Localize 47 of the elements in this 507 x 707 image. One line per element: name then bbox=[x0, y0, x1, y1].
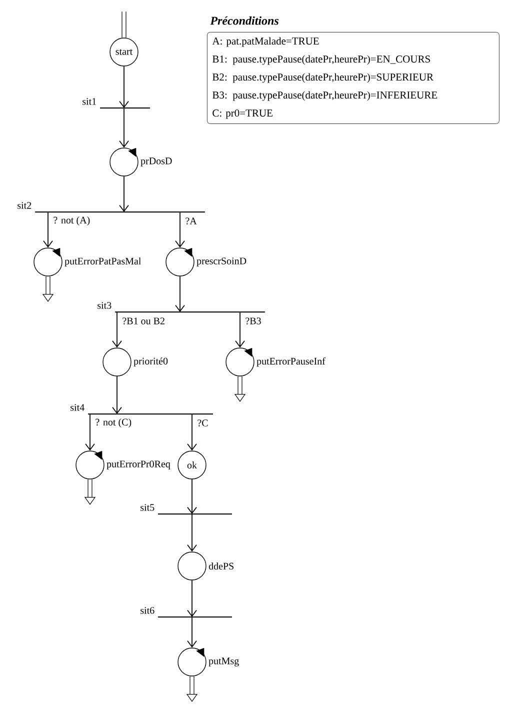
node-label: B2: pause.typePause(datePr,heurePr)=SUPERIEUR bbox=[212, 73, 434, 83]
output-arrow bbox=[42, 276, 54, 302]
edge-label: ?B1 ou B2 bbox=[121, 316, 166, 326]
output-arrow bbox=[234, 376, 246, 402]
edge-label: ? not (A) bbox=[52, 215, 92, 227]
arrow bbox=[175, 212, 185, 248]
arrow bbox=[187, 514, 197, 552]
arrow bbox=[175, 276, 185, 312]
bar-label: sit6 bbox=[140, 607, 154, 614]
arrow bbox=[112, 312, 122, 348]
node-label: B3: pause.typePause(datePr,heurePr)=INFERIEURE bbox=[212, 91, 438, 101]
arrow bbox=[112, 376, 122, 414]
arrow bbox=[43, 212, 53, 248]
edge-label: ?B3 bbox=[244, 316, 262, 326]
state-name: prDosD bbox=[140, 158, 172, 166]
state-name: prescrSoinD bbox=[196, 258, 246, 266]
arrow bbox=[187, 414, 197, 451]
edge-label: ?A bbox=[184, 216, 198, 226]
state-name: putMsg bbox=[208, 658, 239, 666]
arrow bbox=[85, 414, 95, 451]
bar-label: sit5 bbox=[140, 504, 154, 511]
state-name: putErrorPatPasMal bbox=[64, 257, 141, 267]
arrow bbox=[119, 66, 129, 108]
arrow bbox=[187, 478, 197, 514]
conditions-box: A: pat.patMalade=TRUE B1: pause.typePause(datePr,heurePr)=EN_COURS B2: pause.typePause(datePr,heurePr)=SUPERIEUR B3: pause.typePause(datePr,heurePr)=INFERIEURE C: pr0=TRUE bbox=[207, 32, 500, 124]
bar-label: sit1 bbox=[82, 98, 96, 105]
arrow bbox=[119, 108, 129, 148]
node-label: A: pat.patMalade=TRUE bbox=[212, 37, 319, 47]
bar-label: sit4 bbox=[70, 404, 84, 411]
edge-label: ? not (C) bbox=[94, 417, 133, 429]
arrow bbox=[119, 176, 129, 212]
edge-label: ?C bbox=[196, 418, 210, 428]
bar-label: sit2 bbox=[18, 202, 32, 209]
arrow bbox=[187, 616, 197, 648]
input-arrow bbox=[122, 11, 126, 38]
output-arrow bbox=[84, 479, 96, 505]
node-label: C: pr0=TRUE bbox=[212, 110, 272, 119]
node-label: B1: pause.typePause(datePr,heurePr)=EN_COURS bbox=[212, 55, 430, 65]
output-arrow bbox=[186, 676, 198, 702]
heading: Préconditions bbox=[210, 16, 278, 25]
bar-label: sit3 bbox=[98, 302, 112, 309]
arrow bbox=[187, 580, 197, 617]
state-name: putErrorPr0Req bbox=[106, 460, 170, 470]
state-name: putErrorPauseInf bbox=[256, 357, 326, 367]
arrow bbox=[235, 312, 245, 348]
state-name: priorité0 bbox=[134, 357, 168, 367]
state-name: ddePS bbox=[208, 562, 234, 570]
